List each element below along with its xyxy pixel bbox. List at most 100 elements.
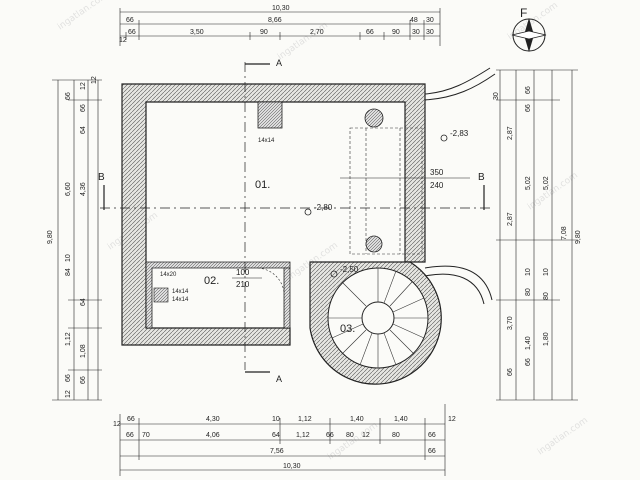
dim-label: 1,12 <box>65 332 72 346</box>
dim-label: 66 <box>65 374 72 382</box>
dim-label: 1,40 <box>525 336 532 350</box>
dim-label: 8,66 <box>268 17 282 24</box>
dim-label: 66 <box>127 416 135 423</box>
dim-label: 30 <box>426 29 434 36</box>
dim-label: 4,06 <box>206 432 220 439</box>
dim-label: 9,80 <box>575 230 582 244</box>
dim-label: 66 <box>128 29 136 36</box>
dim-label: 12 <box>91 76 98 84</box>
bottom-dimension-lines <box>119 404 446 476</box>
dim-label: 66 <box>428 432 436 439</box>
dim-label: 66 <box>80 104 87 112</box>
dim-label: 64 <box>80 298 87 306</box>
dim-label: 12 <box>80 82 87 90</box>
dim-label: 1,08 <box>80 344 87 358</box>
stair-outline <box>349 127 423 255</box>
dim-label: 66 <box>65 92 72 100</box>
level-label: -2,50 <box>340 265 359 274</box>
bottom-dimension-labels: 12 66 4,30 10 1,12 1,40 1,40 12 66 70 4,… <box>113 416 456 470</box>
dim-label: 1,12 <box>296 432 310 439</box>
dim-label: 80 <box>392 432 400 439</box>
column <box>364 108 384 128</box>
section-mark: A <box>276 374 282 384</box>
room-label: 01. <box>255 179 270 191</box>
door-main: 350 240 <box>340 168 470 190</box>
dim-label: 30 <box>493 92 500 100</box>
dim-label: 12 <box>113 421 121 428</box>
dim-label: 66 <box>525 104 532 112</box>
dim-label: 66 <box>525 358 532 366</box>
watermark: ingatlan.com <box>56 0 110 32</box>
dim-label: 10,30 <box>283 463 301 470</box>
dim-label: 90 <box>392 29 400 36</box>
dim-label: 66 <box>326 432 334 439</box>
dim-label: 12 <box>362 432 370 439</box>
dim-label: 80 <box>346 432 354 439</box>
section-lines <box>100 62 490 370</box>
door-height: 210 <box>236 280 250 289</box>
dim-label: 66 <box>126 432 134 439</box>
door-height: 240 <box>430 181 444 190</box>
dim-label: 3,70 <box>507 316 514 330</box>
dim-label: 2,87 <box>507 126 514 140</box>
dim-label: 66 <box>126 17 134 24</box>
door-width: 350 <box>430 168 444 177</box>
section-markers <box>103 63 485 373</box>
dim-label: 1,80 <box>543 332 550 346</box>
dim-label: 3,50 <box>190 29 204 36</box>
left-dimension-labels: 9,80 66 6,60 84 10 1,12 66 12 12 66 64 4… <box>47 76 98 398</box>
dim-label: 70 <box>142 432 150 439</box>
vent-label: 14x14 <box>258 138 275 144</box>
dim-label: 10 <box>272 416 280 423</box>
vent-label: 14x14 <box>172 289 189 295</box>
dim-label: 30 <box>426 17 434 24</box>
top-dimension-lines <box>119 8 441 46</box>
dim-label: 12 <box>448 416 456 423</box>
dim-label: 1,12 <box>298 416 312 423</box>
level-label: -2,80 <box>314 203 333 212</box>
dim-label: 30 <box>412 29 420 36</box>
watermark: ingatlan.com <box>536 416 590 458</box>
dim-label: 7,56 <box>270 448 284 455</box>
dim-label: 2,87 <box>507 212 514 226</box>
dim-label: 66 <box>366 29 374 36</box>
vent-label: 14x20 <box>160 272 177 278</box>
right-dimension-labels: 30 2,87 2,87 3,70 66 66 66 5,02 10 80 66… <box>493 86 582 376</box>
dim-label: 5,02 <box>525 176 532 190</box>
spiral-stair <box>309 235 442 385</box>
dim-label: 80 <box>525 288 532 296</box>
section-mark: A <box>276 58 282 68</box>
dim-label: 66 <box>507 368 514 376</box>
dim-label: 12 <box>119 37 127 44</box>
door-width: 100 <box>236 268 250 277</box>
dim-label: 66 <box>525 86 532 94</box>
dim-label: 4,36 <box>80 182 87 196</box>
terrain-lines <box>424 67 496 305</box>
dim-label: 10 <box>65 254 72 262</box>
room-label: 02. <box>204 275 219 287</box>
left-dimension-lines <box>52 79 102 401</box>
dim-label: 9,80 <box>47 230 54 244</box>
dim-label: 80 <box>543 292 550 300</box>
section-mark: B <box>478 172 485 183</box>
dim-label: 6,60 <box>65 182 72 196</box>
dim-label: 4,30 <box>206 416 220 423</box>
door-02: 100 210 <box>232 267 285 293</box>
north-arrow: F <box>511 6 547 52</box>
watermark: ingatlan.com <box>276 21 330 63</box>
walls <box>121 83 426 346</box>
section-mark: B <box>98 172 105 183</box>
vent-label: 14x14 <box>172 297 189 303</box>
dim-label: 10,30 <box>272 5 290 12</box>
dim-label: 5,02 <box>543 176 550 190</box>
dim-label: 84 <box>65 268 72 276</box>
dim-label: 64 <box>80 126 87 134</box>
dim-label: 10 <box>543 268 550 276</box>
dim-label: 12 <box>65 390 72 398</box>
dim-label: 7,08 <box>561 226 568 240</box>
dim-label: 1,40 <box>394 416 408 423</box>
dim-label: 1,40 <box>350 416 364 423</box>
level-label: -2,83 <box>450 129 469 138</box>
